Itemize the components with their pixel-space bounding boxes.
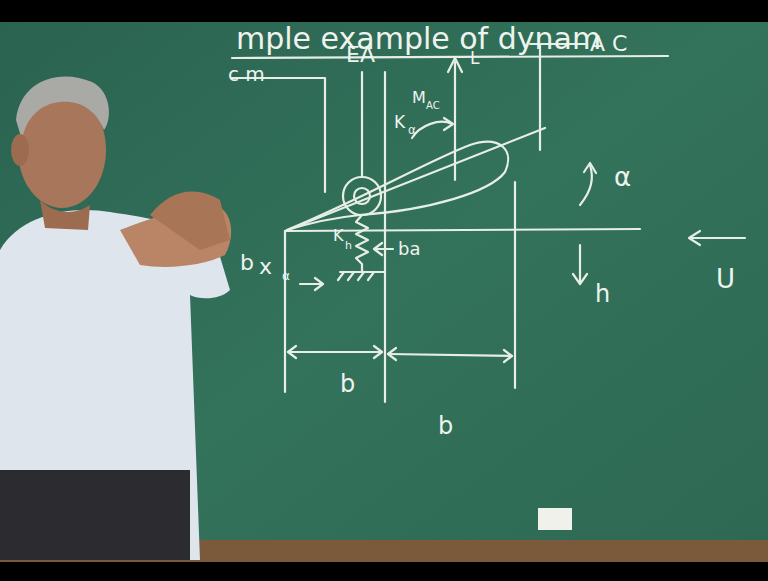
dimension: b — [340, 372, 355, 396]
dimension: b — [240, 252, 254, 274]
stiffness-symbol: K — [333, 228, 344, 244]
part-name: c m — [228, 64, 265, 84]
wing-section-sketch — [232, 44, 745, 402]
flow-speed-symbol: U — [716, 266, 735, 292]
video-bar — [0, 0, 768, 22]
subscript: h — [345, 240, 352, 251]
eraser — [538, 508, 572, 530]
force-symbol: L — [470, 50, 479, 67]
stiffness-symbol: K — [394, 114, 405, 131]
dimension: x — [259, 256, 272, 278]
angle-symbol: α — [614, 164, 631, 190]
part-name: A C — [590, 33, 627, 55]
video-bar — [0, 562, 768, 581]
dimension: b — [438, 414, 453, 438]
subscript: α — [282, 270, 290, 282]
board-heading: mple example of dynam — [236, 24, 601, 54]
subscript: AC — [426, 101, 440, 111]
part-name: EA — [346, 44, 375, 66]
dimension: ba — [398, 240, 420, 258]
displacement-symbol: h — [595, 282, 610, 306]
subscript: α — [408, 124, 416, 136]
lecturer — [0, 76, 231, 560]
moment-symbol: M — [412, 90, 426, 106]
